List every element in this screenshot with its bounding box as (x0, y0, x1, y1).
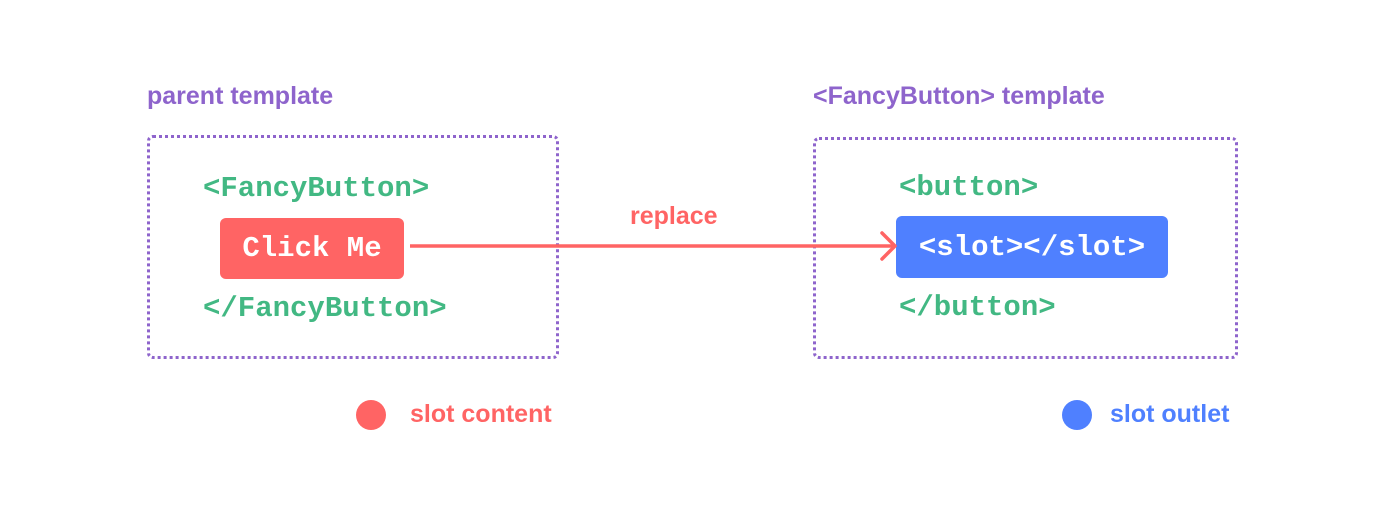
fancybutton-close-tag: </FancyButton> (203, 292, 447, 325)
arrow-label: replace (630, 202, 718, 230)
fancybutton-open-tag: <FancyButton> (203, 172, 430, 205)
arrow-head-icon (880, 231, 897, 261)
button-open-tag: <button> (899, 171, 1039, 204)
slot-content-click-me: Click Me (220, 218, 404, 279)
fancybutton-template-frame (813, 137, 1238, 359)
parent-template-title: parent template (147, 82, 334, 110)
slot-content-legend-dot-icon (356, 400, 386, 430)
legend-slot-outlet: slot outlet (1110, 400, 1230, 428)
slot-outlet-legend-dot-icon (1062, 400, 1092, 430)
legend-slot-content: slot content (410, 400, 552, 428)
slot-outlet: <slot></slot> (896, 216, 1168, 278)
button-close-tag: </button> (899, 291, 1056, 324)
fancybutton-template-title: <FancyButton> template (813, 82, 1105, 110)
